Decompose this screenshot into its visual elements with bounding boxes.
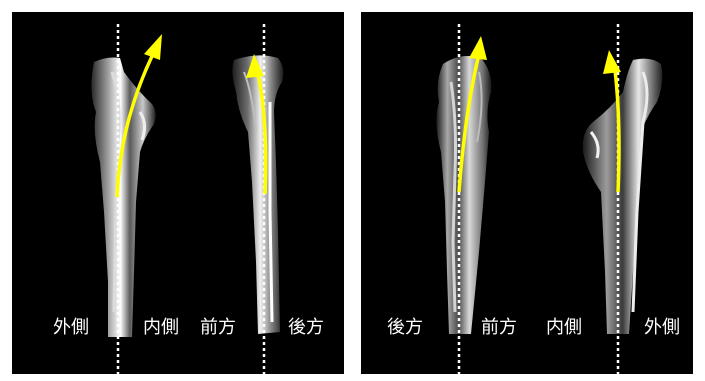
right-panel: 後方 前方 内側 外側 [361,12,693,374]
label-lateral: 外側 [644,318,680,338]
bone-model [232,55,283,334]
bone-model [583,59,663,334]
label-anterior: 前方 [481,318,517,338]
label-medial: 内側 [143,318,179,338]
rotation-arrow-head [144,34,162,60]
rotation-arrow-head [469,36,487,60]
bone-model [436,56,491,334]
bone-model [91,58,155,338]
label-lateral: 外側 [53,318,89,338]
label-posterior: 後方 [387,318,423,338]
left-panel: 外側 内側 前方 後方 [12,12,344,374]
label-anterior: 前方 [200,318,236,338]
label-medial: 内側 [546,318,582,338]
label-posterior: 後方 [288,318,324,338]
